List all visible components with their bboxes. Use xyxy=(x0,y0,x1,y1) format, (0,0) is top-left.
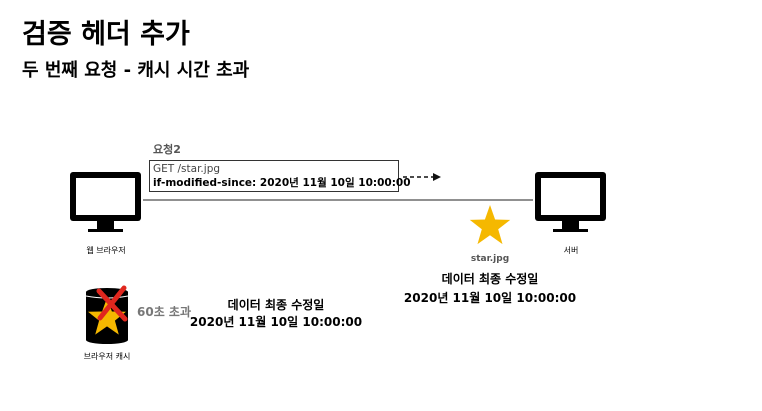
expired-cross-icon xyxy=(96,285,128,322)
request-box: GET /star.jpg if-modified-since: 2020년 1… xyxy=(149,160,411,192)
request-arrow xyxy=(403,173,441,181)
server-label: 서버 xyxy=(563,246,579,255)
request-line: GET /star.jpg xyxy=(153,163,221,175)
request-label: 요청2 xyxy=(153,143,181,156)
server-modified-title: 데이터 최종 수정일 xyxy=(441,272,539,286)
client-label: 웹 브라우저 xyxy=(86,246,126,255)
server-file-name: star.jpg xyxy=(470,254,510,264)
cache-modified-title: 데이터 최종 수정일 xyxy=(227,298,325,312)
cache-age: 60초 초과 xyxy=(137,305,191,319)
cache-star-icon xyxy=(88,298,126,335)
server-modified-date: 2020년 11월 10일 10:00:00 xyxy=(403,291,577,305)
client-monitor-icon xyxy=(70,172,141,232)
server-monitor-icon xyxy=(535,172,606,232)
page-title: 검증 헤더 추가 xyxy=(22,19,190,50)
server-star-icon xyxy=(469,205,511,245)
page-subtitle: 두 번째 요청 - 캐시 시간 초과 xyxy=(22,60,250,81)
cache-label: 브라우저 캐시 xyxy=(83,352,131,361)
cache-modified-date: 2020년 11월 10일 10:00:00 xyxy=(189,315,363,329)
request-header: if-modified-since: 2020년 11월 10일 10:00:0… xyxy=(153,177,411,189)
